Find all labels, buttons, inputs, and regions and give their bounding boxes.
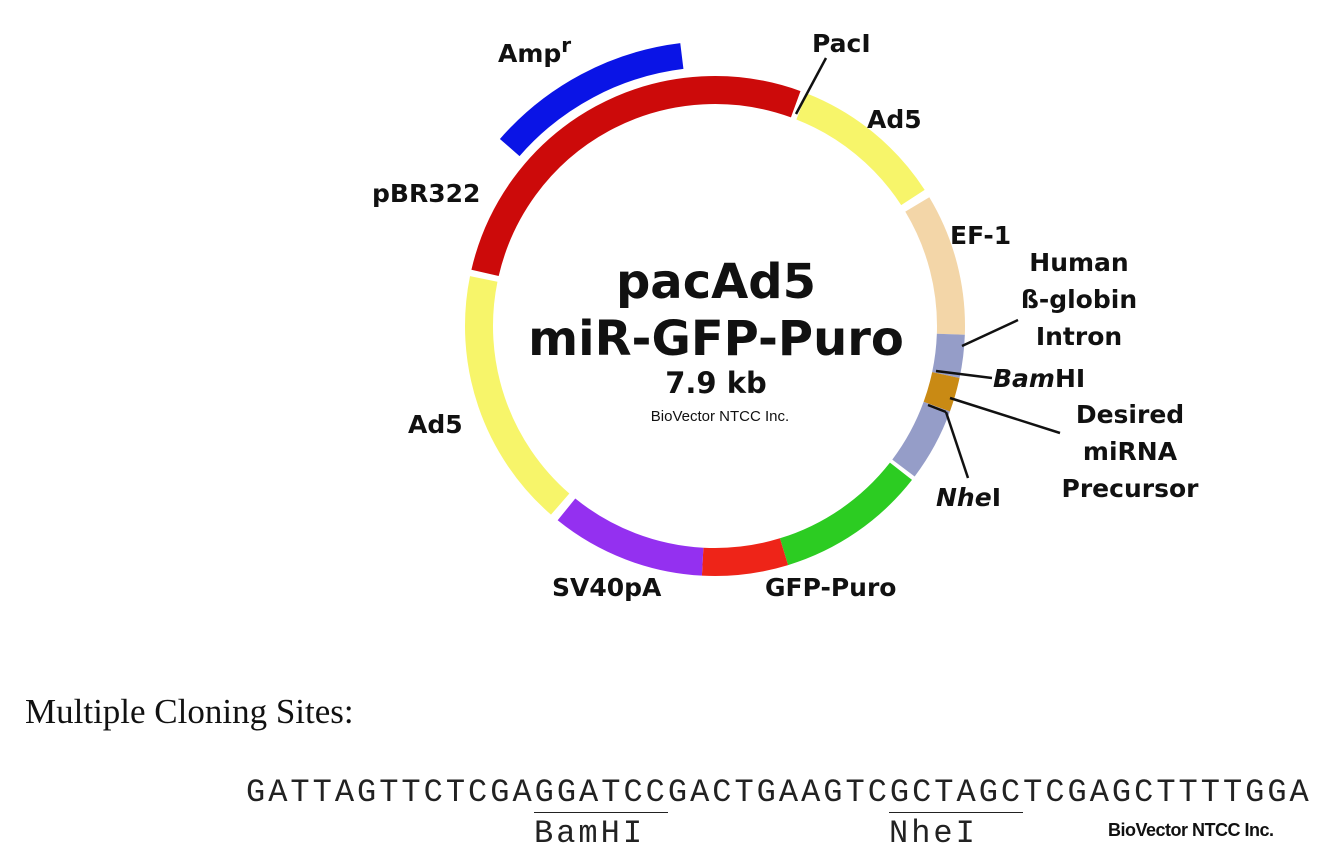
sv40pa-label: SV40pA [552, 573, 662, 602]
ad5-left-label: Ad5 [408, 410, 463, 439]
mirna-leader-line [949, 396, 1061, 435]
paci-leader-line [794, 57, 828, 115]
bamhi-label: BamHI [993, 364, 1085, 393]
globin-intron-arc [932, 333, 965, 378]
ad5-left-arc [465, 276, 570, 515]
ampr-arc [499, 43, 684, 157]
sv40pa-arc [557, 498, 704, 576]
gfp-puro-green-arc [779, 462, 913, 566]
ef1-arc [905, 197, 965, 335]
mirna-label-3: Precursor [1062, 474, 1200, 503]
globin-label-1: Human [1029, 248, 1128, 277]
mirna-label-2: miRNA [1083, 437, 1178, 466]
paci-label: PacI [812, 29, 871, 58]
mirna-label-1: Desired [1076, 400, 1184, 429]
plasmid-credit: BioVector NTCC Inc. [651, 408, 789, 425]
globin-label-2: ß-globin [1021, 285, 1137, 314]
nhei-tick [927, 403, 947, 414]
plasmid-map: Ampr PacI Ad5 EF-1 Human ß-globin Intron… [372, 29, 1200, 602]
nhei-leader-line [944, 411, 970, 479]
globin-leader-line [961, 318, 1019, 348]
ef1-label: EF-1 [950, 221, 1011, 250]
plasmid-name: pacAd5 [616, 254, 816, 310]
plasmid-subtitle: miR-GFP-Puro [528, 311, 904, 367]
gfp-puro-label: GFP-Puro [765, 573, 896, 602]
pbr322-arc [471, 76, 801, 277]
mcs-sequence: GATTAGTTCTCGAGGATCCGACTGAAGTCGCTAGCTCGAG… [246, 774, 1312, 811]
globin-label-3: Intron [1036, 322, 1122, 351]
credit-watermark: BioVector NTCC Inc. [1108, 820, 1274, 840]
ad5-top-label: Ad5 [867, 105, 922, 134]
pbr322-label: pBR322 [372, 179, 480, 208]
mcs-heading: Multiple Cloning Sites: [25, 692, 354, 731]
mirna-precursor-arc [923, 371, 960, 412]
bamhi-site-label: BamHI [534, 812, 668, 852]
plasmid-size: 7.9 kb [665, 366, 767, 400]
nhei-label: NheI [936, 483, 1001, 512]
ad5-top-arc [796, 93, 925, 206]
ampr-label: Ampr [498, 33, 571, 68]
globin-intron-arc-2 [892, 401, 950, 477]
nhei-site-label: NheI [889, 812, 1023, 852]
bamhi-leader-line [935, 369, 993, 380]
gfp-puro-red-arc [701, 538, 789, 576]
